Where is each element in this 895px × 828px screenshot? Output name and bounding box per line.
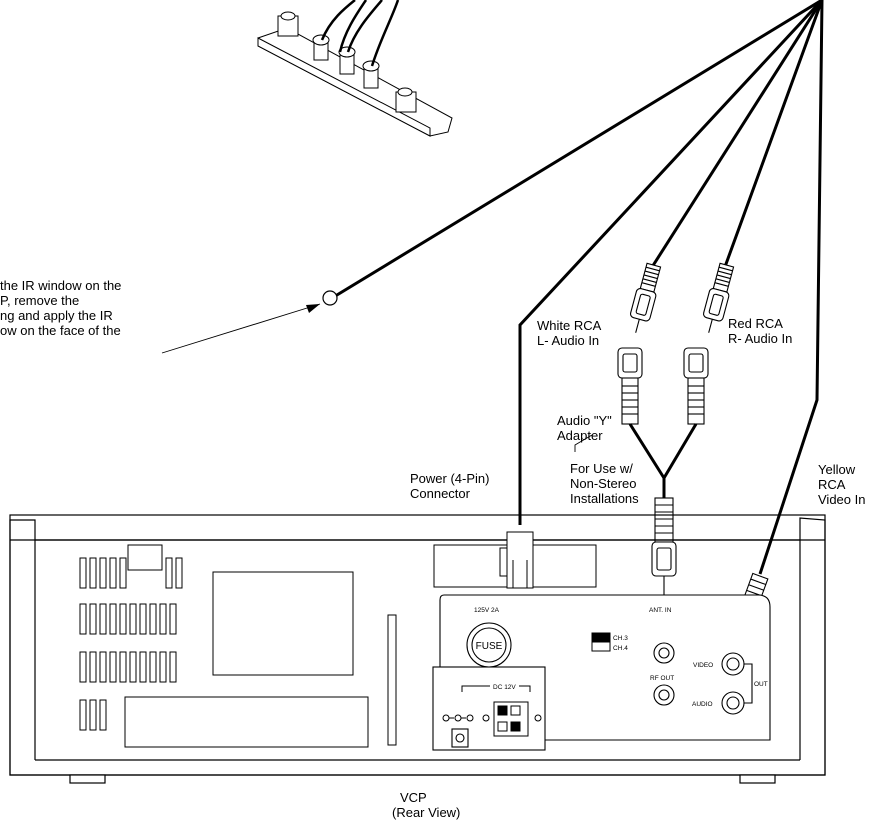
- for-use-leader: [574, 434, 593, 452]
- white-rca-line-2: L- Audio In: [537, 333, 600, 348]
- audio-y-adapter: [617, 347, 709, 425]
- dc-power-jack: [442, 685, 542, 737]
- ir-pointer-arrow: [306, 304, 320, 313]
- power-connector: [499, 531, 534, 589]
- red-audio-cable: [720, 0, 824, 276]
- yellow-rca-line-3: Video In: [818, 492, 866, 507]
- ir-pointer-line: [161, 303, 321, 354]
- for-use-label: For Use w/ Non-Stereo Installations: [570, 461, 639, 506]
- y-adapter-wires: [628, 423, 698, 498]
- power-connector-label: Power (4-Pin) Connector: [410, 471, 489, 501]
- for-use-line-1: For Use w/: [570, 461, 633, 476]
- ir-window-note: the IR window on the P, remove the ng an…: [0, 278, 121, 338]
- yellow-rca-line-1: Yellow: [818, 462, 856, 477]
- y-adapter-plug: [651, 497, 677, 610]
- white-rca-label: White RCA L- Audio In: [537, 318, 601, 348]
- ir-emitter: [322, 290, 338, 306]
- vcp-line-1: VCP: [400, 790, 427, 805]
- power-line-1: Power (4-Pin): [410, 471, 490, 486]
- rf-out-label: RF OUT: [650, 675, 674, 682]
- ch3-label: CH.3: [613, 635, 628, 642]
- ir-note-line-2: P, remove the: [0, 293, 80, 308]
- coax-jacks: [653, 642, 675, 706]
- out-label: OUT: [754, 681, 768, 688]
- power-line-2: Connector: [410, 486, 470, 501]
- chassis-panels: [124, 544, 597, 748]
- connector-panel: [432, 594, 771, 751]
- white-audio-cable: [645, 0, 824, 276]
- av-out-jacks: [721, 652, 753, 715]
- yellow-rca-label: Yellow RCA Video In: [818, 462, 865, 507]
- ir-note-line-4: ow on the face of the: [0, 323, 121, 338]
- fuse-label: FUSE: [476, 641, 503, 652]
- vent-slots: [79, 544, 183, 731]
- yellow-video-cable: [758, 0, 824, 575]
- channel-switch: [591, 632, 611, 652]
- ant-in-label: ANT. IN: [649, 607, 672, 614]
- rca-jack-board: [257, 11, 453, 137]
- ir-note-line-1: the IR window on the: [0, 278, 122, 293]
- audio-y-line-1: Audio "Y": [557, 413, 612, 428]
- white-rca-line-1: White RCA: [537, 318, 602, 333]
- audio-y-line-2: Adapter: [557, 428, 603, 443]
- ir-cable: [331, 0, 823, 300]
- fuse-holder: [466, 622, 512, 668]
- red-rca-line-1: Red RCA: [728, 316, 783, 331]
- vcp-line-2: (Rear View): [392, 805, 461, 820]
- ir-note-line-3: ng and apply the IR: [0, 308, 113, 323]
- yellow-rca-line-2: RCA: [818, 477, 846, 492]
- red-rca-plug: [702, 262, 735, 333]
- power-cable: [518, 0, 824, 525]
- audio-label: AUDIO: [692, 701, 713, 708]
- red-rca-line-2: R- Audio In: [728, 331, 793, 346]
- white-rca-plug: [629, 262, 662, 333]
- vcp-chassis: [9, 514, 826, 784]
- cable-bundle: [331, 0, 824, 575]
- red-rca-label: Red RCA R- Audio In: [728, 316, 792, 346]
- for-use-line-2: Non-Stereo: [570, 476, 637, 491]
- vcp-caption: VCP (Rear View): [392, 790, 460, 820]
- dc-label: DC 12V: [493, 684, 516, 691]
- jack-board-cables: [320, 0, 400, 67]
- fuse-rating: 125V 2A: [474, 607, 500, 614]
- for-use-line-3: Installations: [570, 491, 639, 506]
- audio-y-label: Audio "Y" Adapter: [557, 413, 612, 443]
- ch4-label: CH.4: [613, 645, 628, 652]
- video-label: VIDEO: [693, 662, 713, 669]
